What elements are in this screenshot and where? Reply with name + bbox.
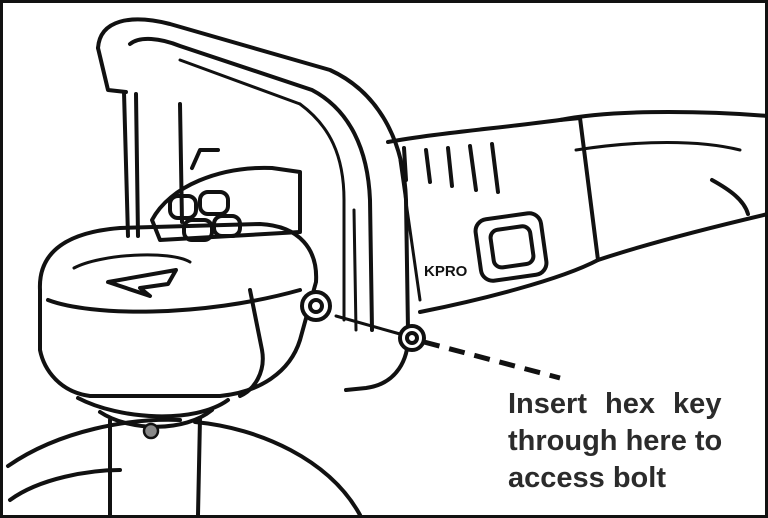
caption-line: through here to <box>508 425 723 457</box>
caption-line: access bolt <box>508 462 666 494</box>
spindle <box>76 396 230 517</box>
access-hole <box>300 290 426 352</box>
leader-line <box>423 339 561 381</box>
gear-head <box>37 222 319 398</box>
motor-body: KPRO <box>386 116 600 314</box>
d-handle <box>96 17 411 392</box>
caption-line: Insert hex key <box>508 388 722 420</box>
annotation-caption: Insert hex key through here to access bo… <box>508 386 758 497</box>
rear-grip <box>558 110 768 262</box>
polishing-pad <box>6 417 362 517</box>
brand-label: KPRO <box>424 263 468 280</box>
spindle-bolt-marker <box>142 422 160 440</box>
